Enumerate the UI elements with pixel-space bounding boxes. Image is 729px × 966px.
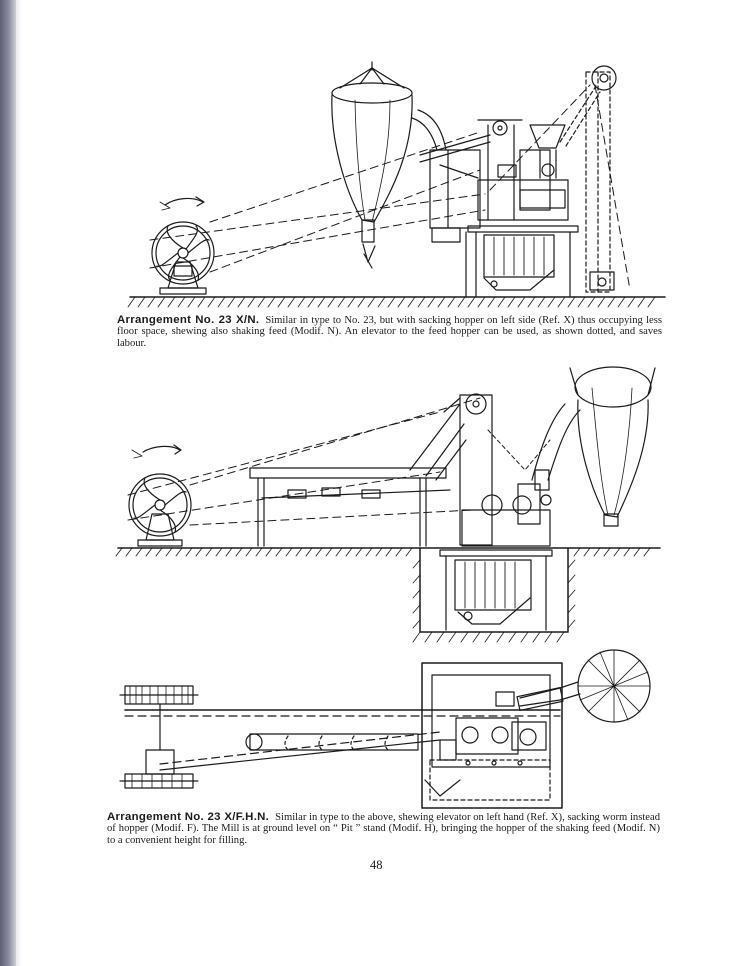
figure-arrangement-23-xn bbox=[0, 0, 729, 320]
drive-belts bbox=[128, 398, 480, 525]
caption-title: Arrangement No. 23 X/N. bbox=[117, 314, 260, 326]
elevator-dotted bbox=[560, 72, 610, 292]
elevator-tower bbox=[410, 394, 492, 545]
mill-house-outline bbox=[422, 663, 562, 808]
sacking-bag-plan bbox=[578, 650, 650, 722]
caption-arrangement-23-xfhn: Arrangement No. 23 X/F.H.N.Similar in ty… bbox=[107, 811, 660, 846]
pulley-plan-bottom bbox=[120, 704, 198, 788]
figure-arrangement-23-xfhn-plan bbox=[0, 0, 729, 820]
drive-belts bbox=[150, 85, 630, 290]
rotation-arrow bbox=[143, 445, 181, 454]
mill-on-stand bbox=[466, 120, 578, 296]
caption-arrangement-23-xn: Arrangement No. 23 X/N.Similar in type t… bbox=[117, 314, 662, 349]
book-binding-shadow bbox=[0, 0, 16, 966]
caption-text: Similar in type to the above, shewing el… bbox=[107, 812, 660, 846]
sacking-hopper-bag bbox=[332, 62, 412, 268]
page-number: 48 bbox=[370, 858, 383, 872]
drive-pulley-wheel bbox=[152, 222, 214, 294]
drive-pulley-wheel bbox=[129, 474, 191, 546]
elevator-head-pulley bbox=[592, 66, 616, 90]
sacking-worm-conveyor bbox=[246, 734, 418, 750]
caption-text: Similar in type to No. 23, but with sack… bbox=[117, 315, 662, 349]
rotation-arrow bbox=[165, 198, 203, 205]
pulley-plan-top bbox=[120, 686, 198, 704]
mill-at-ground-level bbox=[440, 470, 552, 630]
sacking-worm-bag bbox=[570, 367, 655, 526]
shaking-feed-frame bbox=[420, 135, 490, 242]
line-shaft-frame bbox=[250, 468, 450, 546]
line-shafts bbox=[125, 710, 560, 770]
ground-line bbox=[128, 297, 665, 307]
caption-title: Arrangement No. 23 X/F.H.N. bbox=[107, 811, 270, 823]
page-edge bbox=[16, 0, 22, 966]
figure-arrangement-23-xfhn-elevation bbox=[0, 0, 729, 660]
feed-spout bbox=[412, 110, 446, 150]
